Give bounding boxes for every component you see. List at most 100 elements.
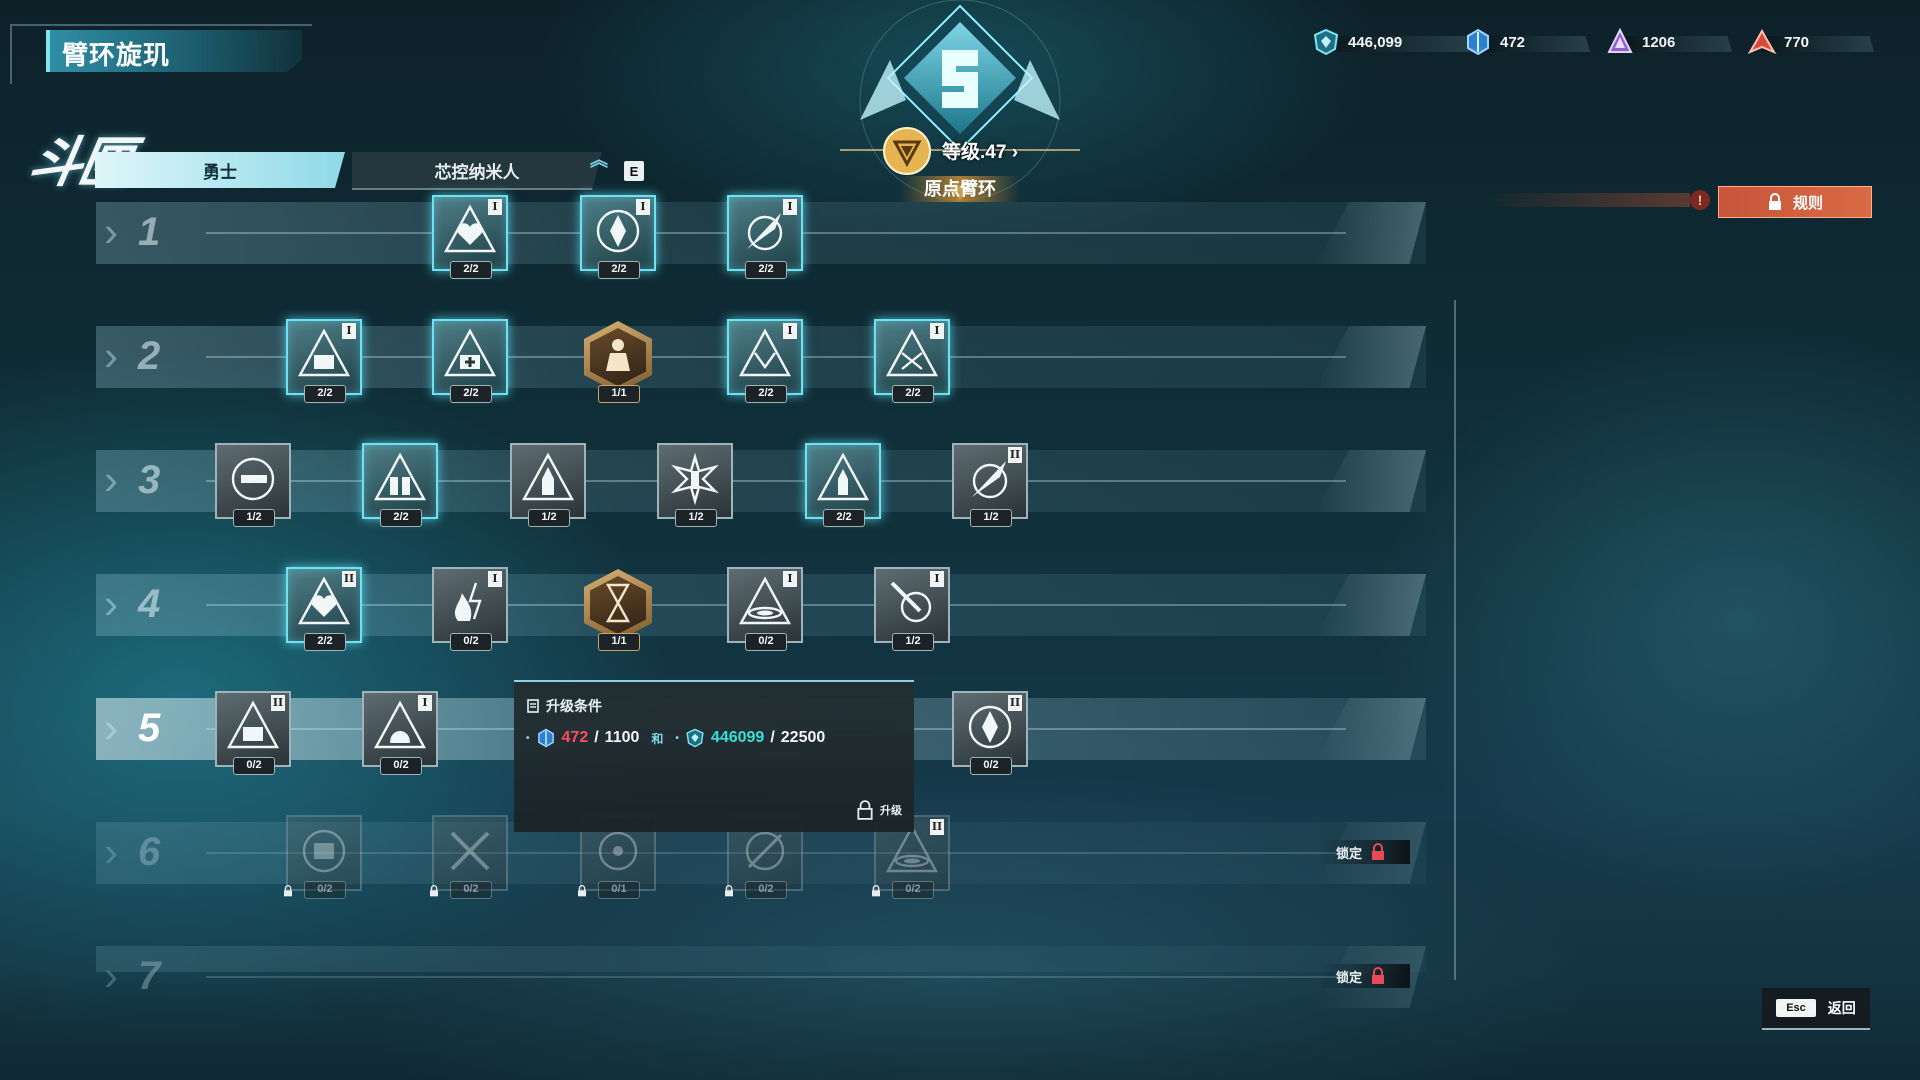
tier-badge: II <box>930 819 944 835</box>
lock-icon <box>282 884 294 902</box>
req2-required: 22500 <box>780 729 826 746</box>
back-label: 返回 <box>1827 1000 1856 1016</box>
blade-target-icon <box>882 573 942 633</box>
tier-badge: I <box>930 323 944 339</box>
row-number: 4 <box>138 582 161 626</box>
chevron-right-icon: › <box>104 332 118 379</box>
upgrade-tooltip: 升级条件 • 472 / 1100 和 • 446099 / 22500 升级 <box>514 680 914 832</box>
node-frame <box>286 815 362 891</box>
skill-node[interactable]: 0/2 <box>432 815 508 899</box>
tier-badge: II <box>1008 695 1022 711</box>
medkit-shield-icon <box>440 325 500 385</box>
tier-badge: I <box>488 571 502 587</box>
locked-label: 锁定 <box>1336 969 1363 985</box>
row-number: 2 <box>138 334 161 378</box>
level-count: 1/1 <box>598 385 640 403</box>
skill-node[interactable]: 1/2 <box>657 443 733 527</box>
crosshair-slash-icon <box>735 821 795 881</box>
tier-badge: II <box>1008 447 1022 463</box>
row-connector <box>206 976 1346 978</box>
skill-node[interactable]: I 2/2 <box>874 319 950 403</box>
tab-switch-chevron-icon: ︽ <box>590 150 608 170</box>
skill-node[interactable]: 2/2 <box>805 443 881 527</box>
title-bar <box>46 30 302 72</box>
req-conjunction: 和 <box>651 731 664 746</box>
fortress-shield-icon <box>294 325 354 385</box>
level-badge-icon <box>883 127 931 175</box>
ripple-shield-icon <box>882 821 942 881</box>
scroll-track[interactable] <box>1454 300 1456 980</box>
fist-gear-icon <box>294 821 354 881</box>
feather-crosshair-icon <box>735 201 795 261</box>
level-count: 2/2 <box>892 385 934 403</box>
chevron-right-icon: › <box>104 952 118 999</box>
skill-node[interactable]: 1/2 <box>215 443 291 527</box>
tab-warrior[interactable]: 勇士 <box>95 152 345 188</box>
purple-crystal-icon <box>1607 27 1633 53</box>
level-count: 0/2 <box>380 757 422 775</box>
locked-label: 锁定 <box>1336 845 1363 861</box>
warrior-figure-icon <box>588 325 648 385</box>
level-count: 0/2 <box>233 757 275 775</box>
rocket-ammo-icon <box>518 449 578 509</box>
level-count: 0/2 <box>892 881 934 899</box>
currency-shield-crest: 446,099 <box>1312 28 1476 56</box>
skill-node[interactable]: 0/2 <box>286 815 362 899</box>
shield-crest-icon <box>686 728 704 748</box>
upgrade-requirements: • 472 / 1100 和 • 446099 / 22500 <box>526 728 826 748</box>
lock-icon <box>723 884 735 902</box>
compass-diamond-icon <box>588 201 648 261</box>
tab-hotkey[interactable]: E <box>624 161 644 181</box>
skill-node[interactable]: 2/2 <box>432 319 508 403</box>
row-band <box>96 450 1426 512</box>
skill-node[interactable]: I 2/2 <box>432 195 508 279</box>
level-count: 2/2 <box>823 509 865 527</box>
level-count: 2/2 <box>450 385 492 403</box>
req1-current: 472 <box>561 729 589 746</box>
shield-crest-icon <box>1313 28 1339 56</box>
back-button[interactable]: Esc 返回 <box>1762 988 1870 1030</box>
heart-shield-icon <box>294 573 354 633</box>
tree-row-3: ›3 <box>96 450 1426 512</box>
level-count: 0/1 <box>598 881 640 899</box>
tab-nanoid[interactable]: 芯控纳米人 <box>352 152 602 190</box>
compass-diamond-icon <box>960 697 1020 757</box>
upgrade-button[interactable]: 升级 <box>856 800 902 820</box>
armband-level[interactable]: 等级.47 › <box>942 142 1019 163</box>
skill-node[interactable]: 1/1 <box>580 319 656 403</box>
row-connector <box>206 480 1346 482</box>
armband-emblem-icon <box>840 0 1080 201</box>
level-count: 2/2 <box>304 385 346 403</box>
warning-icon: ! <box>1690 190 1710 210</box>
req2-current: 446099 <box>710 729 765 746</box>
fortress-shield-icon <box>223 697 283 757</box>
skill-node[interactable]: 2/2 <box>362 443 438 527</box>
ammo-crate-icon <box>370 449 430 509</box>
skill-node[interactable]: 1/2 <box>510 443 586 527</box>
rules-button[interactable]: 规则 <box>1718 186 1872 218</box>
node-frame <box>432 815 508 891</box>
level-count: 1/1 <box>598 633 640 651</box>
skill-node[interactable]: 1/1 <box>580 567 656 651</box>
level-count: 1/2 <box>233 509 275 527</box>
level-count: 2/2 <box>745 261 787 279</box>
level-count: 2/2 <box>450 261 492 279</box>
row-number: 7 <box>138 954 161 998</box>
currency-purple-crystal: 1206 <box>1606 27 1732 56</box>
title-frame <box>10 24 312 84</box>
tier-badge: I <box>488 199 502 215</box>
tier-badge: I <box>636 199 650 215</box>
level-count: 0/2 <box>304 881 346 899</box>
